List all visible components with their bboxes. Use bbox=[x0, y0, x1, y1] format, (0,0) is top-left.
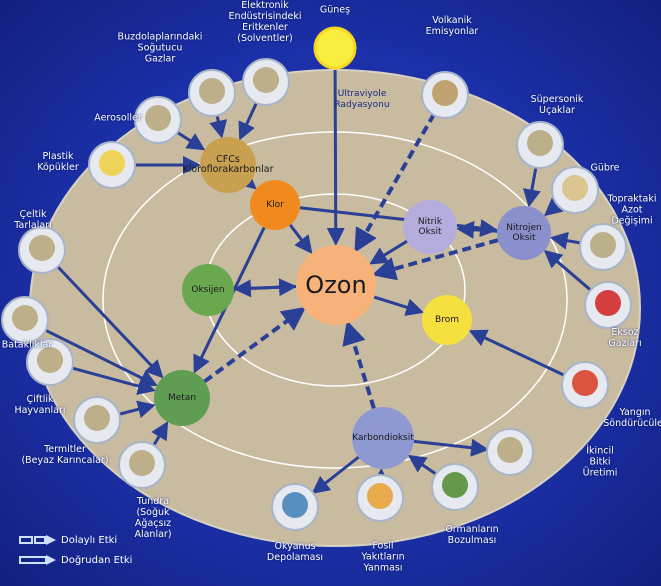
arrow-orman-to-karbon bbox=[407, 454, 438, 476]
arrow-nitrojen-to-ozon bbox=[371, 238, 499, 281]
source-label-ikincil: İkincil Bitki Üretimi bbox=[582, 445, 618, 479]
arrow-karbon-to-ikincil bbox=[413, 438, 490, 457]
swamp-icon bbox=[12, 305, 38, 331]
aerosol-can-icon bbox=[145, 105, 171, 131]
arrow-ucak-to-nitrojen bbox=[523, 166, 541, 208]
soil-icon bbox=[590, 232, 616, 258]
node-ozon bbox=[296, 245, 376, 325]
arrow-tundra-to-metan bbox=[151, 421, 169, 447]
source-label-ciftlik: Çiftlik Hayvanları bbox=[14, 394, 66, 416]
tree-icon bbox=[442, 472, 468, 498]
source-label-termit: Termitler (Beyaz Karıncalar) bbox=[21, 444, 109, 466]
node-label-oksijen: Oksijen bbox=[191, 285, 225, 295]
legend: Dolaylı Etki Doğrudan Etki bbox=[18, 530, 132, 570]
arrow-karbon-to-okyanus bbox=[311, 455, 360, 495]
source-label-buzdolabi: Buzdolaplarındaki Soğutucu Gazlar bbox=[117, 31, 203, 65]
source-label-gubre: Gübre bbox=[590, 162, 620, 174]
arrow-eksoz-to-nitrojen bbox=[543, 249, 593, 292]
node-label-metan: Metan bbox=[167, 393, 197, 403]
source-label-aerosol: Aerosoller bbox=[94, 112, 142, 124]
termite-mound-icon bbox=[84, 405, 110, 431]
node-klor bbox=[250, 180, 300, 230]
source-label-batak: Bataklıklar bbox=[1, 339, 53, 351]
source-label-eksoz: Eksoz Gazları bbox=[608, 327, 642, 349]
source-label-celtik: Çeltik Tarlaları bbox=[14, 209, 52, 231]
arrow-termit-to-metan bbox=[117, 400, 156, 418]
node-label-karbon: Karbondioksit bbox=[352, 433, 414, 443]
source-label-tundra: Tundra (Soğuk Ağaçsız Alanlar) bbox=[134, 496, 172, 540]
node-nitrik bbox=[403, 200, 457, 254]
uv-radiation-label: Ultraviyole Radyasyonu bbox=[334, 89, 390, 110]
arrow-ozon-to-brom bbox=[373, 295, 425, 316]
solid-arrow-icon bbox=[19, 555, 56, 565]
rice-field-icon bbox=[29, 235, 55, 261]
cow-icon bbox=[37, 347, 63, 373]
arrow-karbon-to-ozon bbox=[342, 320, 376, 409]
arrow-toprak-to-nitrojen bbox=[549, 231, 582, 250]
arrow-cfc-to-klor bbox=[237, 170, 257, 190]
source-label-yangin: Yangın Söndürücüler bbox=[603, 407, 661, 429]
node-label-brom: Brom bbox=[435, 315, 459, 325]
source-label-elektronik: Elektronik Endüstrisindeki Eritkenler (S… bbox=[228, 0, 302, 44]
node-label-nitrik: Nitrik Oksit bbox=[417, 217, 443, 237]
node-label-cfc: CFCs Kloroflorakarbonlar bbox=[182, 154, 274, 175]
source-label-toprak: Topraktaki Azot Değişimi bbox=[607, 193, 657, 227]
sun-icon bbox=[313, 26, 357, 70]
wave-icon bbox=[282, 492, 308, 518]
arrow-klor-to-ozon bbox=[288, 223, 313, 254]
node-brom bbox=[422, 295, 472, 345]
arrow-celtik-to-metan bbox=[56, 264, 164, 379]
node-label-nitrojen: Nitrojen Oksit bbox=[506, 223, 542, 243]
source-label-ucak: Süpersonik Uçaklar bbox=[530, 94, 584, 116]
source-label-gunes: Güneş bbox=[319, 4, 351, 16]
arrow-yangin-to-brom bbox=[468, 329, 566, 377]
source-label-fosil: Fosil Yakıtların Yanması bbox=[361, 540, 405, 574]
airplane-icon bbox=[527, 130, 553, 156]
arrow-ciftlik-to-metan bbox=[70, 366, 156, 395]
node-cfc bbox=[200, 137, 256, 193]
car-icon bbox=[595, 290, 621, 316]
arrow-volkan-to-ozon bbox=[354, 113, 436, 253]
arrow-aerosol-to-cfc bbox=[175, 130, 206, 151]
arrow-elektronik-to-cfc bbox=[238, 101, 259, 141]
arrow-metan-to-ozon bbox=[203, 306, 307, 384]
arrow-klor-to-nitrojen bbox=[299, 206, 499, 238]
source-label-orman: Ormanların Bozulması bbox=[445, 524, 499, 546]
fire-icon bbox=[367, 483, 393, 509]
node-oksijen bbox=[182, 264, 234, 316]
fire-extinguisher-icon bbox=[572, 370, 598, 396]
node-karbon bbox=[352, 407, 414, 469]
arrow-buzdolabi-to-cfc bbox=[209, 114, 228, 139]
node-label-klor: Klor bbox=[266, 200, 284, 210]
source-label-plastik: Plastik Köpükler bbox=[37, 151, 79, 173]
refrigerator-icon bbox=[199, 78, 225, 104]
node-metan bbox=[154, 370, 210, 426]
source-label-okyanus: Okyanus Depolaması bbox=[266, 541, 324, 563]
volcano-icon bbox=[432, 80, 458, 106]
tundra-icon bbox=[129, 450, 155, 476]
circuit-board-icon bbox=[253, 67, 279, 93]
arrow-gubre-to-nitrojen bbox=[543, 197, 564, 217]
dashed-arrow-icon bbox=[19, 535, 56, 545]
source-label-volkan: Volkanik Emisyonlar bbox=[425, 15, 479, 37]
legend-indirect: Dolaylı Etki bbox=[18, 530, 132, 550]
arrow-batak-to-metan bbox=[44, 328, 158, 387]
plants-icon bbox=[497, 437, 523, 463]
foam-block-icon bbox=[99, 150, 125, 176]
arrow-ozon-to-oksijen bbox=[232, 279, 297, 298]
legend-direct: Doğrudan Etki bbox=[18, 550, 132, 570]
node-nitrojen bbox=[497, 206, 551, 260]
node-label-ozon: Ozon bbox=[305, 271, 367, 299]
fertilizer-bag-icon bbox=[562, 175, 588, 201]
